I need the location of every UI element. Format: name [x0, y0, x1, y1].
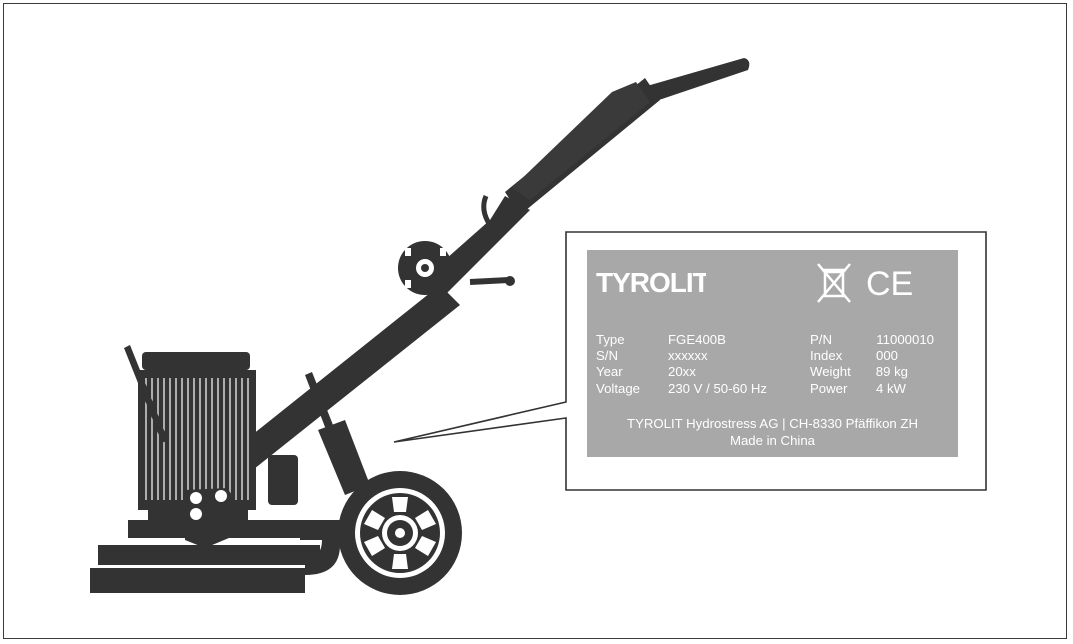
row-label: Voltage: [596, 380, 640, 396]
row-value-2: 11000010: [876, 332, 934, 347]
plate-data-table: Type FGE400B P/N 11000010 S/N xxxxxx Ind…: [596, 332, 946, 397]
plate-footer: TYROLIT Hydrostress AG | CH-8330 Pfäffik…: [587, 415, 958, 449]
compliance-marks: CE: [814, 258, 934, 308]
plate-row: S/N xxxxxx Index 000: [596, 348, 946, 364]
adjustment-knob: [398, 241, 452, 295]
row-label-2: Power: [810, 380, 848, 396]
row-label-2: Weight: [810, 364, 851, 380]
row-value: xxxxxx: [668, 348, 708, 364]
tyrolit-logo: TYROLIT: [596, 262, 711, 302]
row-value-2: 4 kW: [875, 380, 906, 396]
row-value-2: 000: [875, 348, 898, 364]
plate-row: Voltage 230 V / 50-60 Hz Power 4 kW: [596, 381, 946, 397]
row-label-2: P/N: [810, 332, 832, 347]
weee-crossed-bin-icon: [817, 263, 851, 303]
grinding-head: [90, 372, 370, 593]
row-label: S/N: [596, 348, 618, 364]
manufacturer-address: TYROLIT Hydrostress AG | CH-8330 Pfäffik…: [627, 416, 918, 431]
plate-row: Type FGE400B P/N 11000010: [596, 332, 946, 348]
row-label: Year: [596, 364, 623, 380]
brand-logo-text: TYROLIT: [596, 267, 706, 298]
row-value: FGE400B: [668, 332, 726, 347]
row-value: 230 V / 50-60 Hz: [668, 380, 767, 396]
origin-text: Made in China: [729, 433, 816, 448]
ce-mark-icon: CE: [866, 265, 913, 303]
row-label-2: Index: [810, 348, 843, 364]
type-plate: [587, 250, 958, 457]
row-value-2: 89 kg: [875, 364, 908, 380]
plate-row: Year 20xx Weight 89 kg: [596, 364, 946, 380]
row-value: 20xx: [668, 364, 696, 380]
row-label: Type: [596, 332, 625, 347]
transport-wheel: [338, 471, 462, 595]
